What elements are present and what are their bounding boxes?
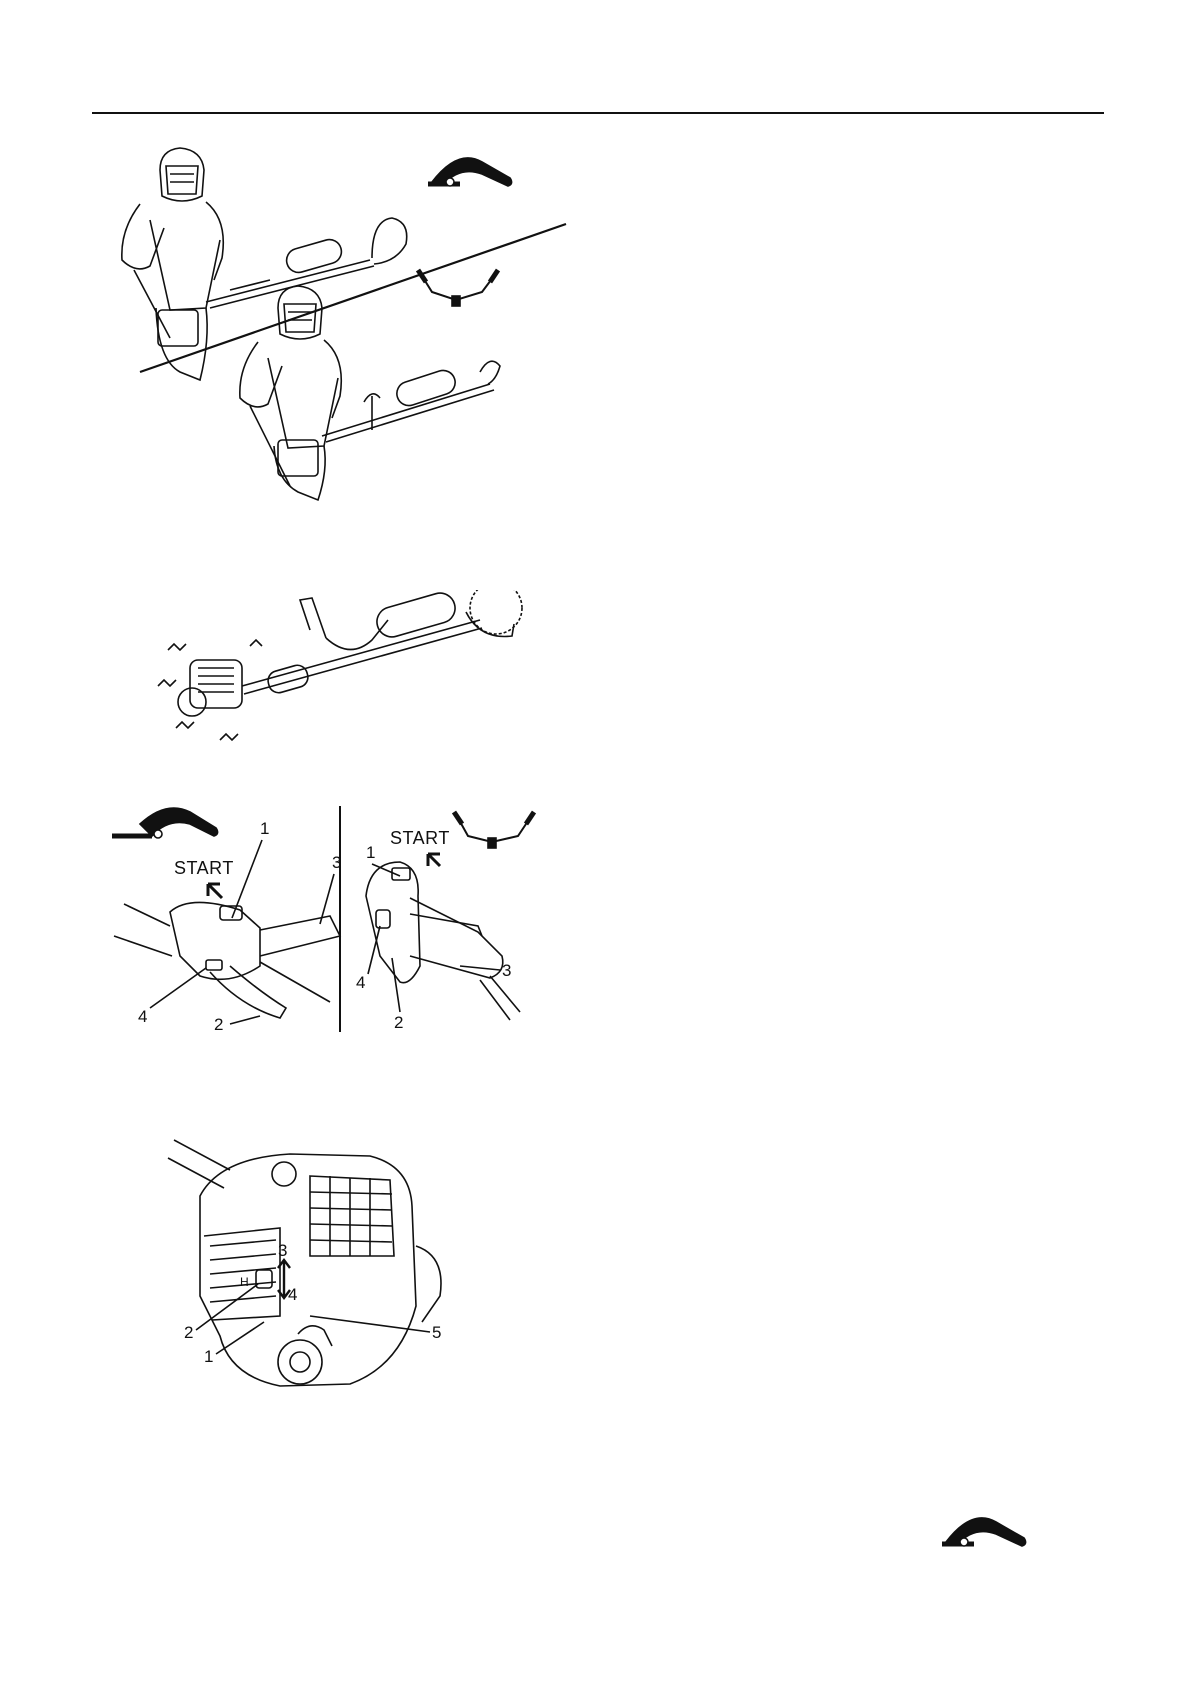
figure-operators-bottom-real-final [628,1206,1088,1596]
callout-3: 3 [278,1241,287,1260]
callout-1: 1 [260,819,269,838]
vibration-lines-icon [158,640,262,740]
figure-start-controls: START 1 3 4 2 ST [110,806,580,1036]
callout-1: 1 [204,1347,213,1366]
loop-handle-icon [112,808,218,838]
loop-handle-icon [428,158,512,186]
callout-2: 2 [394,1013,403,1032]
callout-1: 1 [366,843,375,862]
callout-4: 4 [288,1285,297,1304]
callout-5: 5 [432,1323,441,1342]
operator-figure [122,148,407,380]
figure-engine-choke: 3 H 2 1 4 5 [160,1136,460,1396]
callout-3: 3 [502,961,511,980]
mark-h: H [240,1275,249,1289]
bike-handle-icon [454,812,534,848]
operator-figure [240,286,500,500]
start-panel-bike-handle: START 1 3 4 2 [356,812,534,1032]
brushcutter-illustration [178,590,522,716]
header-rule [92,112,1104,114]
callout-2: 2 [184,1323,193,1342]
figure-trimmer-vibration [150,590,550,760]
start-label: START [174,858,234,878]
bike-handle-icon [418,270,498,306]
loop-handle-icon [942,1518,1026,1546]
callout-4: 4 [356,973,365,992]
figure-operators-top [110,140,570,520]
callout-2: 2 [214,1015,223,1034]
callout-4: 4 [138,1007,147,1026]
start-panel-loop-handle: START 1 3 4 2 [112,808,341,1034]
start-label: START [390,828,450,848]
